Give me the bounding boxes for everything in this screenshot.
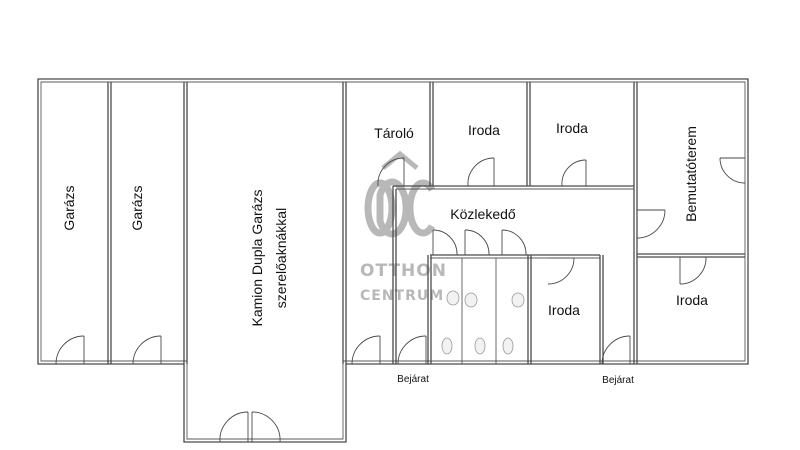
watermark-c-icon bbox=[406, 179, 436, 237]
label-showroom: Bemutatóterem bbox=[683, 126, 699, 222]
label-truck-garage-line2: szerelőaknákkal bbox=[273, 208, 289, 308]
door-icon-garage-1 bbox=[55, 335, 85, 365]
toilet-icon bbox=[441, 337, 514, 355]
watermark-line2: CENTRUM bbox=[360, 288, 444, 304]
watermark-o-shape bbox=[364, 179, 396, 237]
watermark-line1: OTTHON bbox=[360, 261, 447, 281]
office-walls bbox=[392, 82, 745, 364]
label-office-top-1: Iroda bbox=[468, 122, 500, 138]
entrance-labels: Bejárat Bejárat bbox=[397, 374, 634, 386]
door-icon-showroom bbox=[636, 157, 746, 239]
outer-wall-main bbox=[37, 78, 749, 443]
door-icon-office-right bbox=[679, 256, 707, 285]
label-entrance-left: Bejárat bbox=[397, 374, 429, 385]
door-icon-garage-2 bbox=[132, 335, 162, 365]
doors bbox=[55, 157, 746, 443]
label-corridor: Közlekedő bbox=[450, 206, 516, 222]
outer-walls bbox=[37, 78, 749, 443]
label-garage-1: Garázs bbox=[61, 185, 77, 230]
door-icon-office-top-1 bbox=[467, 157, 495, 187]
washbasin-icon bbox=[446, 290, 525, 308]
door-icon-storage bbox=[377, 157, 405, 187]
label-office-right: Iroda bbox=[676, 292, 708, 308]
label-storage: Tároló bbox=[374, 125, 414, 141]
label-office-top-2: Iroda bbox=[556, 120, 588, 136]
door-icon-office-middle bbox=[547, 257, 575, 285]
label-garage-2: Garázs bbox=[129, 185, 145, 230]
room-labels: Garázs Garázs Kamion Dupla Garázs szerel… bbox=[61, 120, 708, 326]
door-icon-office-top-2 bbox=[561, 159, 587, 187]
watermark-roof-icon bbox=[381, 150, 419, 170]
label-truck-garage-line1: Kamion Dupla Garázs bbox=[249, 190, 265, 327]
door-icon-corridor bbox=[432, 229, 527, 256]
door-icon-entrance-left bbox=[351, 335, 427, 365]
toilet-cubicles bbox=[427, 255, 532, 364]
door-icon-entrance-right bbox=[601, 335, 631, 365]
label-office-middle: Iroda bbox=[548, 302, 580, 318]
door-icon-truck-garage bbox=[219, 411, 281, 443]
garage-walls bbox=[107, 82, 347, 364]
otthon-centrum-watermark: OTTHON CENTRUM bbox=[360, 150, 447, 304]
outer-wall-inner bbox=[40, 81, 746, 440]
label-entrance-right: Bejárat bbox=[602, 375, 634, 386]
